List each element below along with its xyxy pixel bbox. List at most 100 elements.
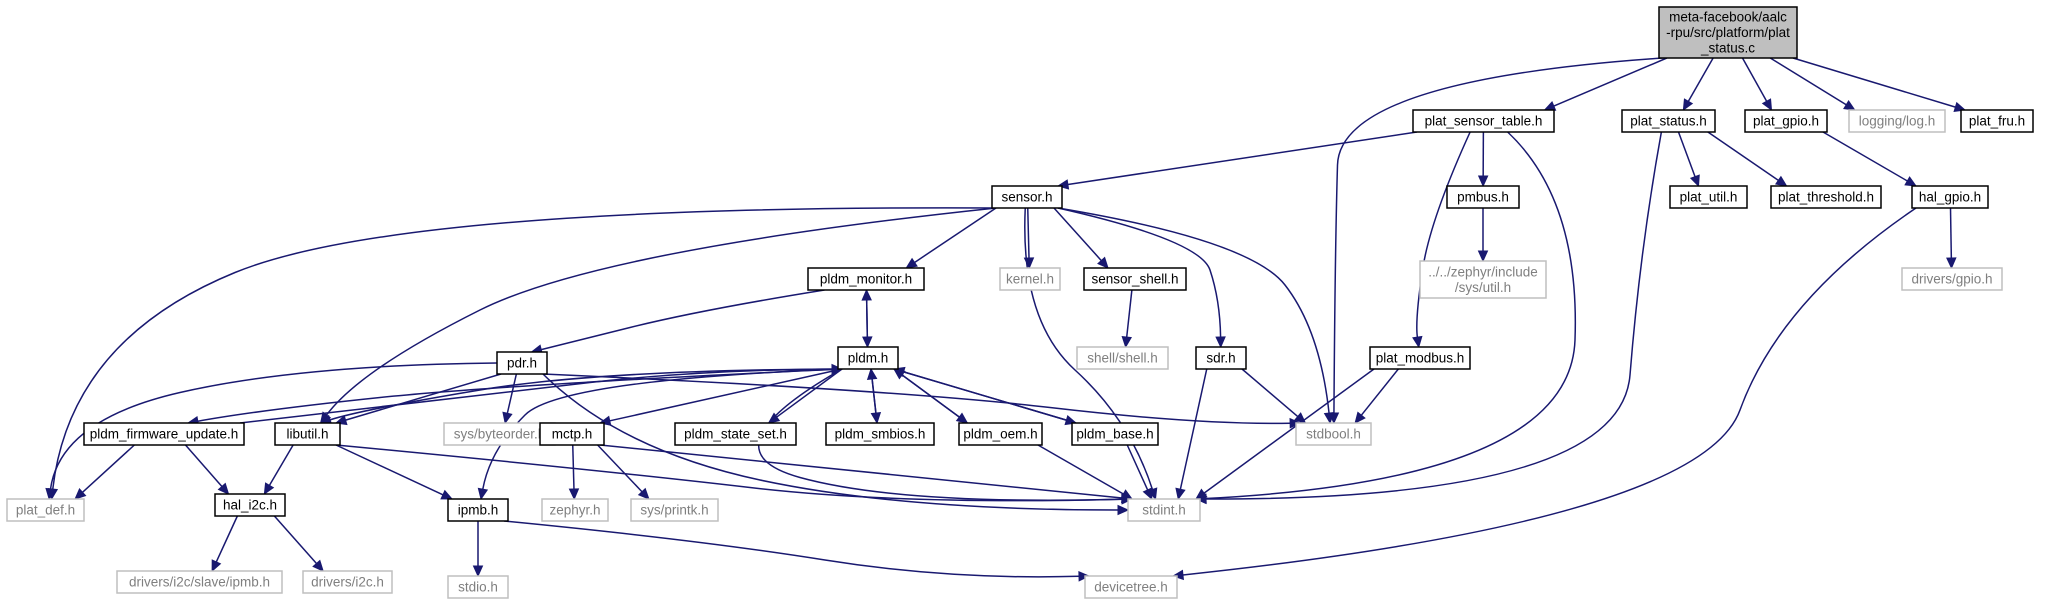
- node-box: [1419, 260, 1547, 299]
- node-plat-util[interactable]: plat_util.h: [1669, 185, 1748, 209]
- node-label: plat_modbus.h: [1376, 351, 1465, 366]
- edge-line: [1179, 368, 1208, 490]
- node-pldm-base[interactable]: pldm_base.h: [1071, 422, 1159, 446]
- edge-plat_sensor_table-to-pmbus: [1477, 131, 1489, 188]
- edge-pldm-to-ipmb: [477, 368, 843, 501]
- node-plat-status[interactable]: plat_status.h: [1621, 109, 1716, 133]
- edge-line: [335, 444, 1123, 502]
- edge-mctp-to-sys_printk: [597, 444, 650, 500]
- node-label: sensor.h: [1001, 190, 1052, 205]
- edge-pmbus-to-zephyr_util: [1477, 208, 1489, 263]
- edge-hal_i2c-to-drivers_i2c_slave_ipmb: [211, 515, 239, 573]
- edge-plat_status-to-plat_util: [1677, 131, 1700, 188]
- edge-pdr-to-plat_def: [45, 362, 498, 501]
- edge-line: [865, 299, 869, 348]
- edge-sdr-to-stdint: [1175, 368, 1208, 501]
- node-label: plat_sensor_table.h: [1425, 114, 1543, 129]
- edge-line: [215, 515, 239, 563]
- edge-line: [506, 373, 518, 414]
- edge-pldm_smbios-to-pldm: [866, 367, 878, 424]
- node-pldm-monitor[interactable]: pldm_monitor.h: [807, 267, 925, 291]
- node-plat-threshold[interactable]: plat_threshold.h: [1770, 185, 1882, 209]
- edge-line: [197, 368, 843, 422]
- node-label: shell/shell.h: [1087, 351, 1158, 366]
- edge-arrowhead: [1121, 492, 1134, 504]
- node-stdio: stdio.h: [447, 575, 509, 599]
- edge-line: [1707, 131, 1779, 181]
- node-box: [214, 493, 286, 517]
- node-box: [1127, 498, 1201, 522]
- node-box: [1369, 346, 1471, 370]
- edge-arrowhead: [1289, 417, 1302, 429]
- node-plat-fru[interactable]: plat_fru.h: [1960, 109, 2034, 133]
- edge-line: [1057, 207, 1330, 414]
- node-pmbus[interactable]: pmbus.h: [1446, 185, 1520, 209]
- node-box: [1412, 109, 1555, 133]
- edge-arrowhead: [831, 363, 844, 375]
- edge-line: [871, 378, 878, 424]
- node-box: [1658, 6, 1798, 59]
- node-label: plat_fru.h: [1969, 114, 2025, 129]
- edge-arrowhead: [1412, 335, 1423, 349]
- node-label: sensor_shell.h: [1091, 272, 1178, 287]
- edge-arrowhead: [1117, 504, 1130, 516]
- node-sensor[interactable]: sensor.h: [991, 185, 1063, 209]
- node-pldm-firmware-update[interactable]: pldm_firmware_update.h: [83, 422, 245, 446]
- node-pldm-smbios[interactable]: pldm_smbios.h: [825, 422, 935, 446]
- node-plat-gpio[interactable]: plat_gpio.h: [1744, 109, 1828, 133]
- node-libutil[interactable]: libutil.h: [274, 422, 341, 446]
- node-sensor-shell[interactable]: sensor_shell.h: [1083, 267, 1187, 291]
- node-label: plat_def.h: [16, 503, 75, 518]
- edge-arrowhead: [211, 559, 222, 573]
- edge-pldm_firmware_update-to-plat_def: [74, 444, 135, 500]
- edge-line: [52, 207, 997, 490]
- node-hal-i2c[interactable]: hal_i2c.h: [214, 493, 286, 517]
- edge-arrowhead: [1175, 487, 1186, 501]
- node-pldm-oem[interactable]: pldm_oem.h: [958, 422, 1043, 446]
- node-box: [541, 498, 609, 522]
- node-label: pldm_oem.h: [963, 427, 1037, 442]
- node-mctp[interactable]: mctp.h: [539, 422, 605, 446]
- edge-arrowhead: [1904, 176, 1918, 187]
- edge-line: [609, 368, 843, 422]
- node-label: plat_threshold.h: [1778, 190, 1874, 205]
- node-box: [1911, 185, 1989, 209]
- node-sdr[interactable]: sdr.h: [1195, 346, 1247, 370]
- edge-line: [1057, 207, 1222, 338]
- edge-sensor_shell-to-shell_shell: [1121, 289, 1133, 349]
- node-pldm-state-set[interactable]: pldm_state_set.h: [674, 422, 797, 446]
- node-label: drivers/gpio.h: [1911, 272, 1992, 287]
- node-label: sys/byteorder.h: [454, 427, 546, 442]
- node-label: pldm_base.h: [1076, 427, 1153, 442]
- node-box: [1744, 109, 1828, 133]
- edge-arrowhead: [1682, 98, 1694, 112]
- edge-hal_gpio-to-devicetree: [1171, 207, 1917, 581]
- node-ipmb[interactable]: ipmb.h: [447, 498, 509, 522]
- node-pldm[interactable]: pldm.h: [837, 346, 899, 370]
- edge-plat_sensor_table-to-plat_modbus: [1412, 131, 1471, 349]
- edge-arrowhead: [1323, 411, 1335, 425]
- node-pdr[interactable]: pdr.h: [496, 351, 548, 375]
- edge-line: [49, 362, 498, 490]
- edge-arrowhead: [1142, 487, 1153, 501]
- node-label: kernel.h: [1006, 272, 1054, 287]
- edge-pldm-to-libutil: [319, 368, 843, 425]
- node-plat-sensor-table[interactable]: plat_sensor_table.h: [1412, 109, 1555, 133]
- node-plat-modbus[interactable]: plat_modbus.h: [1369, 346, 1471, 370]
- edge-arrowhead: [1761, 98, 1773, 112]
- node-box: [116, 570, 283, 594]
- edge-pldm_base-to-stdint: [1126, 444, 1153, 501]
- edge-root-to-plat_gpio: [1741, 57, 1773, 112]
- edge-line: [1792, 57, 1956, 108]
- edge-arrowhead: [1843, 100, 1856, 111]
- node-zephyr-h: zephyr.h: [541, 498, 609, 522]
- node-hal-gpio[interactable]: hal_gpio.h: [1911, 185, 1989, 209]
- node-box: [1083, 267, 1187, 291]
- node-label: drivers/i2c.h: [311, 575, 384, 590]
- node-label: drivers/i2c/slave/ipmb.h: [129, 575, 270, 590]
- edge-pdr-to-stdint: [542, 373, 1130, 516]
- edge-arrowhead: [1215, 336, 1226, 349]
- node-label: plat_gpio.h: [1753, 114, 1819, 129]
- node-box: [807, 267, 925, 291]
